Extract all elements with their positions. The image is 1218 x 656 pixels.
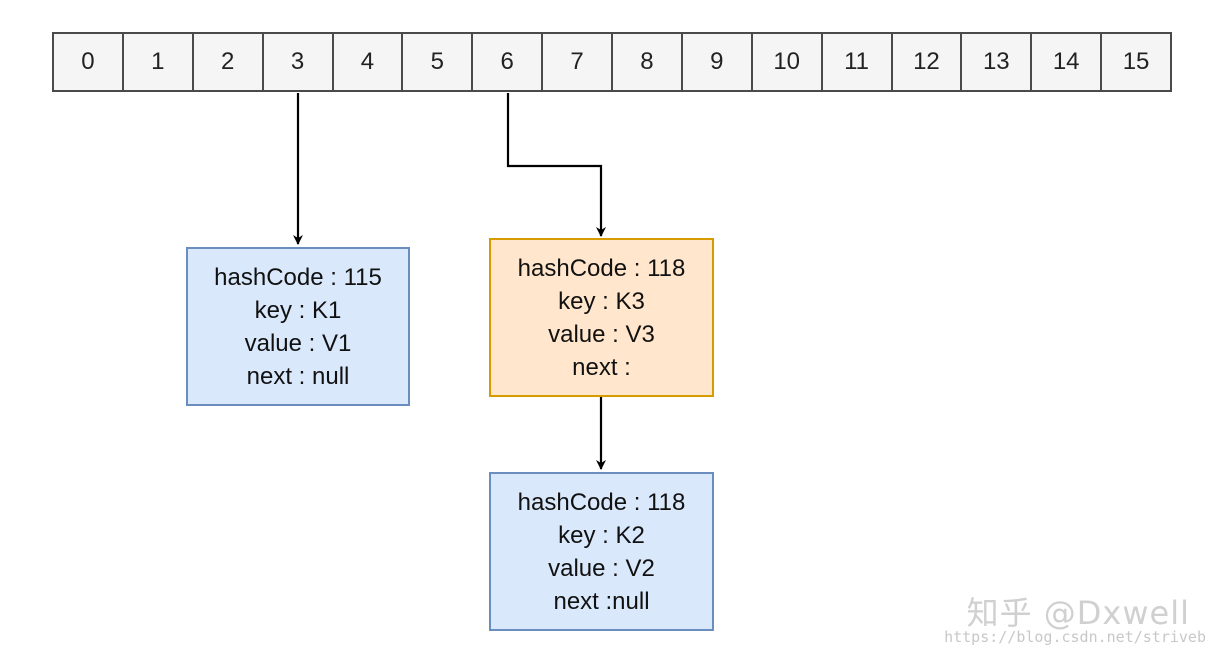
node-value: value : V3	[548, 320, 655, 348]
node-next: next :	[572, 353, 631, 381]
bucket-cell: 1	[124, 34, 194, 90]
watermark-url: https://blog.csdn.net/striveb	[944, 628, 1206, 646]
bucket-cell: 0	[54, 34, 124, 90]
node-key: key : K1	[254, 296, 342, 324]
bucket-cell: 7	[543, 34, 613, 90]
bucket-cell: 15	[1122, 48, 1150, 75]
node-hashcode: hashCode : 118	[517, 254, 686, 282]
bucket-cell: 13	[962, 34, 1033, 90]
arrow-bucket6-to-k3	[506, 93, 606, 237]
bucket-cell: 6	[473, 34, 544, 90]
bucket-cell: 12	[893, 34, 963, 90]
node-hashcode: hashCode : 118	[517, 488, 686, 516]
node-next: next : null	[246, 362, 350, 390]
bucket-cell: 3	[264, 34, 334, 90]
bucket-cell: 4	[334, 34, 404, 90]
entry-node-k1: hashCode : 115 key : K1 value : V1 next …	[186, 247, 410, 406]
entry-node-k3: hashCode : 118 key : K3 value : V3 next …	[489, 238, 714, 397]
node-hashcode: hashCode : 115	[214, 263, 382, 291]
node-value: value : V1	[244, 329, 352, 357]
hash-table-array: 0 1 2 3 4 5 6 7 8 9 10 11 12 13 14 15	[52, 32, 1172, 92]
node-value: value : V2	[548, 554, 655, 582]
watermark-brand: 知乎 @Dxwell	[966, 594, 1190, 632]
bucket-cell: 5	[403, 34, 474, 90]
bucket-cell: 14	[1032, 34, 1103, 90]
bucket-cell: 10	[753, 34, 823, 90]
node-key: key : K3	[558, 287, 645, 315]
node-key: key : K2	[558, 521, 645, 549]
bucket-cell: 11	[823, 34, 893, 90]
bucket-cell: 8	[613, 34, 683, 90]
bucket-cell: 2	[194, 34, 264, 90]
entry-node-k2: hashCode : 118 key : K2 value : V2 next …	[489, 472, 714, 631]
bucket-cell: 9	[683, 34, 753, 90]
node-next: next :null	[553, 587, 650, 615]
